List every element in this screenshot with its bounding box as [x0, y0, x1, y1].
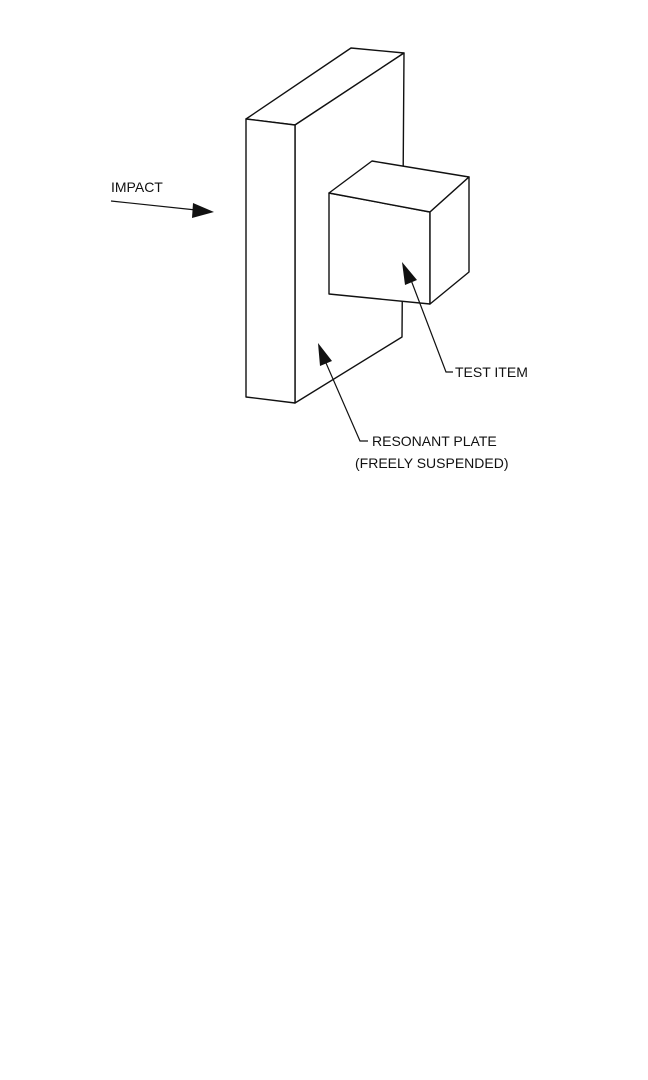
- test-item-cube: [329, 161, 469, 304]
- test-item-label: TEST ITEM: [455, 364, 528, 380]
- impact-arrow: [111, 201, 214, 218]
- impact-arrow-head: [192, 203, 214, 218]
- resonant-plate-front-face: [246, 119, 295, 403]
- resonant-plate-sublabel: (FREELY SUSPENDED): [355, 455, 509, 471]
- impact-label: IMPACT: [111, 179, 163, 195]
- resonant-plate-label: RESONANT PLATE: [372, 433, 497, 449]
- impact-arrow-shaft: [111, 201, 196, 210]
